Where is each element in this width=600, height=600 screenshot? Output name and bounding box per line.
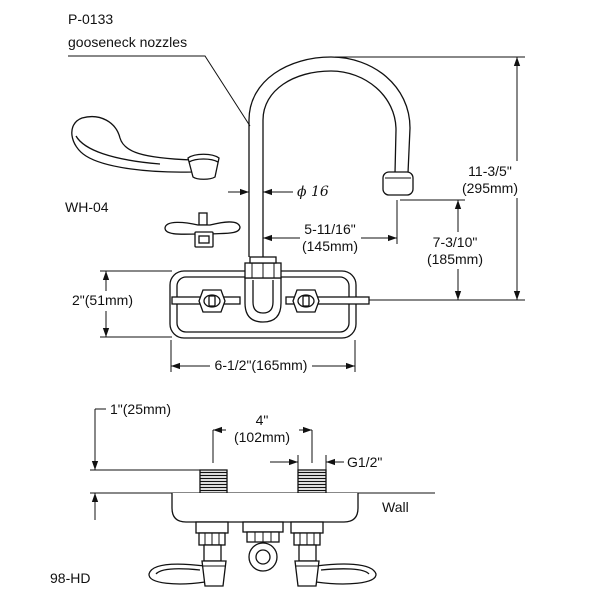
gooseneck-nozzle-tip <box>382 171 414 196</box>
wall-offset-dimension: 1"(25mm) <box>90 401 200 520</box>
body-width-label: 6-1/2"(165mm) <box>215 357 308 373</box>
center-outlet-flange <box>242 521 284 533</box>
spout-clearance-dimension: 7-3/10" (185mm) <box>400 199 483 300</box>
left-valve-flange <box>195 521 229 534</box>
spout-clearance-mm: (185mm) <box>427 251 483 267</box>
tee-handle-stem <box>198 212 208 226</box>
left-valve-key <box>208 295 216 307</box>
wrist-blade-contour <box>75 135 161 165</box>
center-outlet-bore <box>255 549 271 565</box>
left-valve-stack <box>195 521 229 562</box>
overall-height-mm: (295mm) <box>462 180 518 196</box>
right-valve-key <box>302 295 310 307</box>
left-lever-handle <box>148 560 227 587</box>
spout-diameter-dimension: ϕ 16 <box>228 184 329 200</box>
nozzle-description: gooseneck nozzles <box>68 34 187 50</box>
wrist-blade-handle <box>71 116 220 180</box>
right-valve-nut-facets <box>299 533 315 545</box>
model-label: 98-HD <box>50 570 90 586</box>
left-lever-blade-contour <box>155 568 201 575</box>
gooseneck-spout-outer <box>248 56 411 257</box>
center-outlet-nut-facets <box>254 532 272 542</box>
left-lever-hub <box>201 560 227 587</box>
front-view: P-0133 gooseneck nozzles WH-04 <box>65 11 525 373</box>
handle-model-label: WH-04 <box>65 199 109 215</box>
wrist-blade-hub-rim <box>188 158 219 163</box>
wall-offset-label: 1"(25mm) <box>110 401 171 417</box>
spout-collar <box>249 256 277 264</box>
thread-size-dimension: G1/2" <box>270 454 382 470</box>
right-valve-cap <box>292 289 320 313</box>
right-lever-handle <box>294 560 377 587</box>
wall-label: Wall <box>382 499 409 515</box>
spout-reach-mm: (145mm) <box>302 238 358 254</box>
right-valve-stem <box>298 544 317 562</box>
right-valve-flange <box>290 521 324 534</box>
spout-reach-inch: 5-11/16" <box>304 221 355 237</box>
nozzle-part-number: P-0133 <box>68 11 113 27</box>
spout-boss-inner <box>252 280 274 314</box>
tee-handle-wings <box>164 221 241 235</box>
body-height-dimension: 2"(51mm) <box>72 270 172 338</box>
left-valve-nut-facets <box>204 533 220 545</box>
right-valve-stack <box>290 521 324 562</box>
tee-handle-base-detail <box>198 235 210 244</box>
center-distance-dimension: 4" (102mm) <box>212 412 313 463</box>
gooseneck-spout-inner <box>262 70 397 257</box>
spout-nut-facets <box>251 263 275 278</box>
spout-boss <box>244 277 282 323</box>
spout-reach-dimension: 5-11/16" (145mm) <box>263 200 398 254</box>
nozzle-leader-line <box>68 55 251 127</box>
body-width-dimension: 6-1/2"(165mm) <box>170 340 356 373</box>
right-lever-blade <box>315 563 377 585</box>
left-valve-stem <box>203 544 222 562</box>
left-threaded-inlet <box>199 469 228 494</box>
body-height-label: 2"(51mm) <box>72 292 133 308</box>
center-outlet <box>242 521 284 572</box>
right-threaded-inlet <box>297 469 327 494</box>
thread-size-label: G1/2" <box>347 454 382 470</box>
wall-mount-view: 1"(25mm) 4" (102mm) G1/2" Wall <box>50 401 435 587</box>
left-valve-cap <box>198 289 226 313</box>
wrist-blade-hub <box>187 153 220 180</box>
wrist-blade-paddle <box>71 116 193 173</box>
center-distance-inch: 4" <box>256 412 269 428</box>
spout-clearance-inch: 7-3/10" <box>433 234 478 250</box>
left-lever-blade <box>148 563 206 585</box>
right-lever-blade-contour <box>320 568 370 575</box>
overall-height-dimension: 11-3/5" (295mm) <box>335 56 525 301</box>
center-distance-mm: (102mm) <box>234 429 290 445</box>
spout-diameter-label: ϕ 16 <box>297 184 329 200</box>
overall-height-inch: 11-3/5" <box>468 163 512 179</box>
right-lever-hub <box>294 560 320 587</box>
tee-handle <box>164 212 241 248</box>
faucet-body-profile <box>171 493 359 523</box>
